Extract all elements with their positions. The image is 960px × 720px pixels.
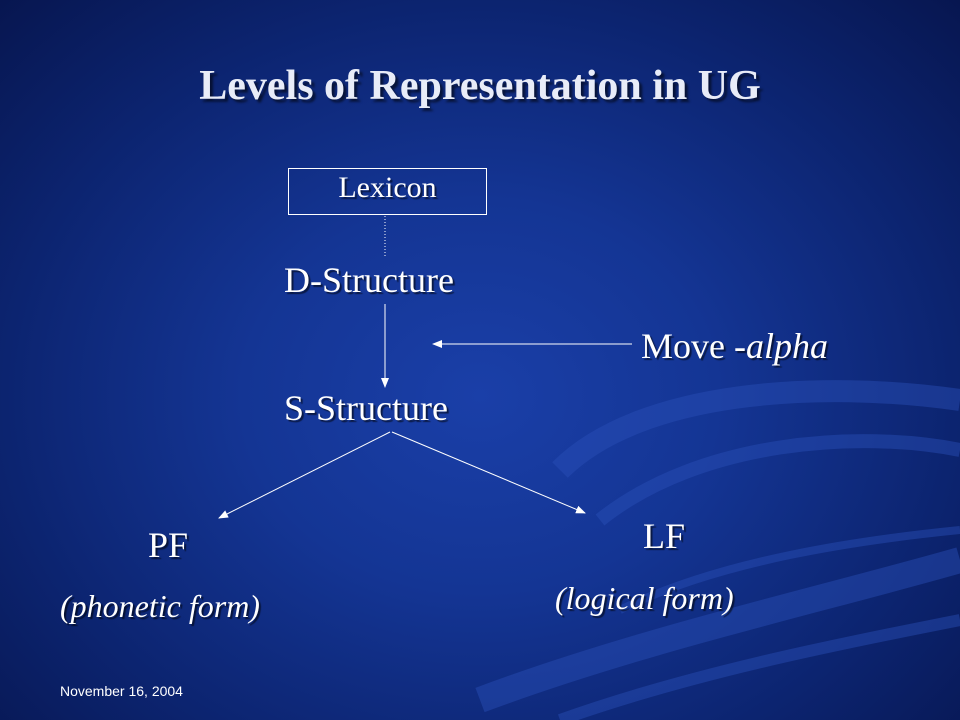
page-title: Levels of Representation in UG bbox=[199, 63, 761, 109]
lf-label: LF bbox=[643, 516, 686, 556]
move-prefix: Move - bbox=[641, 326, 746, 366]
move-operation: alpha bbox=[745, 326, 828, 366]
footer-date: November 16, 2004 bbox=[60, 683, 183, 699]
lf-gloss: (logical form) bbox=[555, 580, 734, 616]
lexicon-box: Lexicon bbox=[288, 168, 487, 215]
pf-label: PF bbox=[148, 525, 189, 565]
sstructure-to-lf-arrow bbox=[391, 431, 586, 514]
d-structure-label: D-Structure bbox=[284, 260, 454, 300]
sstructure-to-pf-arrow bbox=[218, 431, 391, 519]
move-alpha-label: Move -alpha bbox=[641, 326, 828, 366]
pf-gloss: (phonetic form) bbox=[60, 588, 260, 624]
s-structure-label: S-Structure bbox=[284, 388, 448, 428]
lexicon-label: Lexicon bbox=[338, 171, 437, 204]
